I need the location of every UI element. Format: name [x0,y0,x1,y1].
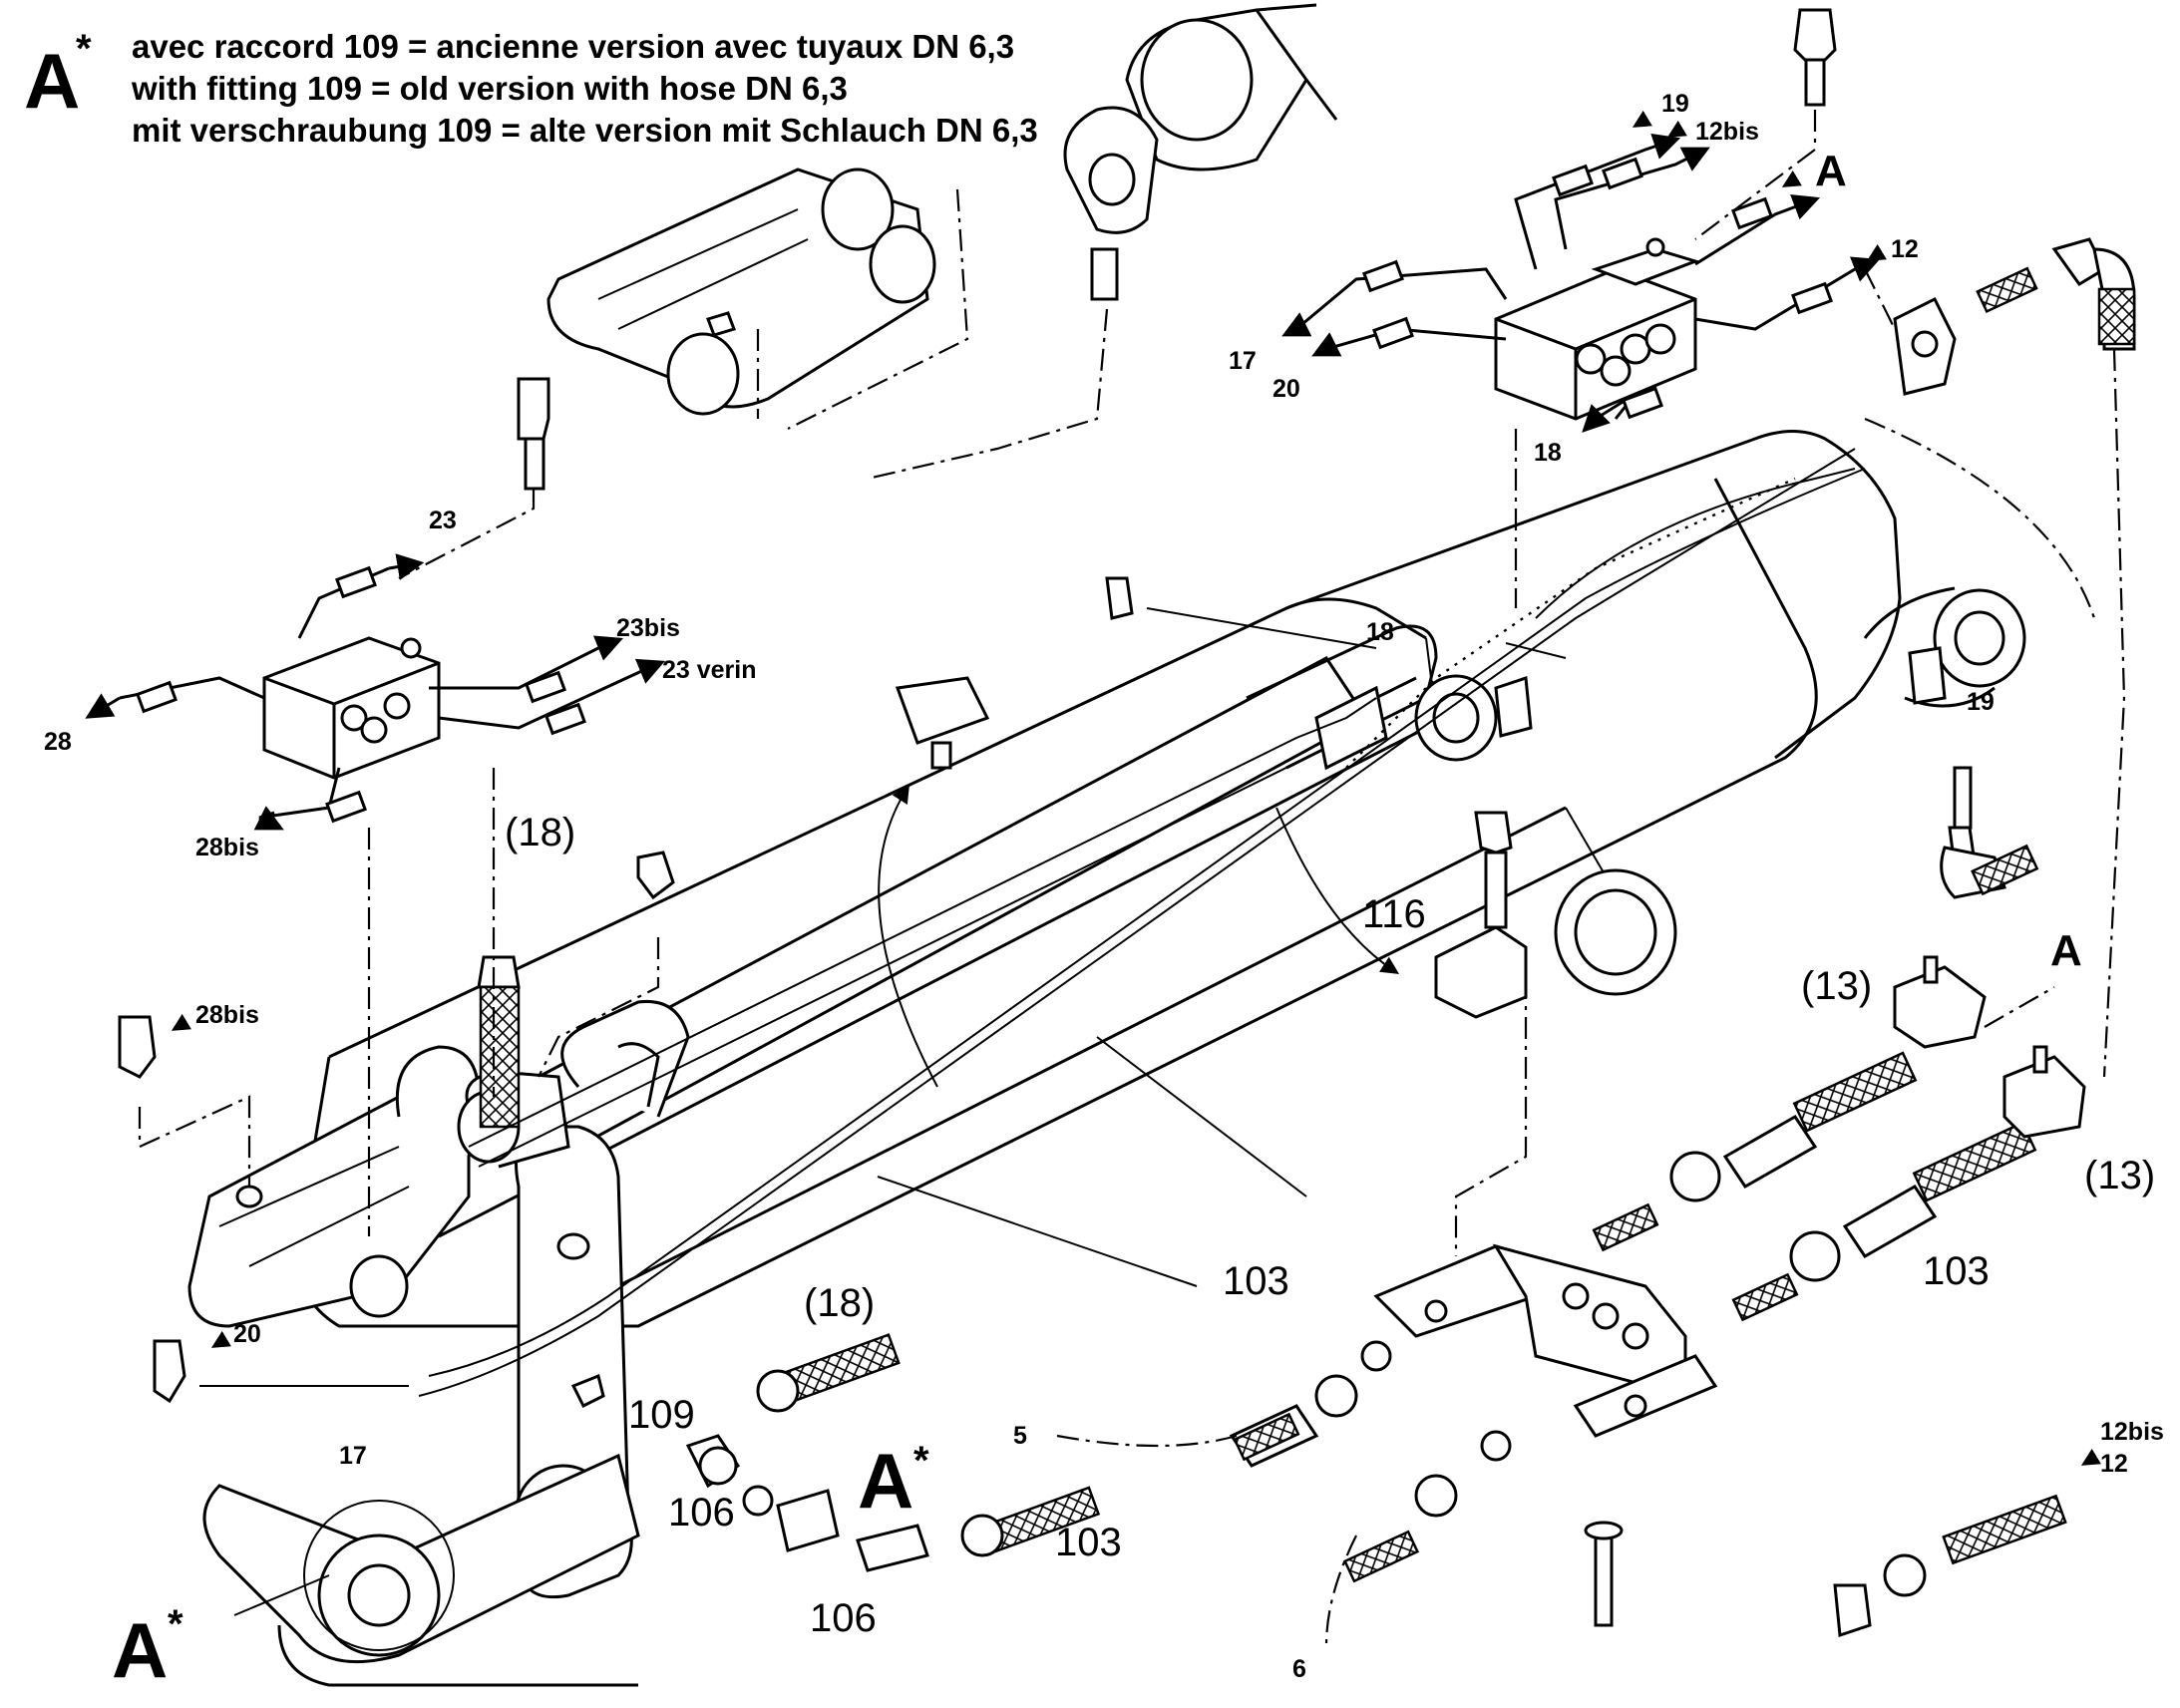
label-28bis-tee: 28bis [195,1001,259,1029]
svg-text:*: * [168,1602,183,1646]
label-18-paren-mid: (18) [505,811,575,854]
boom-foot [202,1125,640,1687]
cylinder-head [1063,3,1338,301]
hydraulic-cylinder [536,624,1533,1150]
label-28bis-left: 28bis [195,834,259,861]
svg-text:*: * [913,1439,929,1483]
label-12-bottom: 12 [2100,1450,2128,1478]
label-12-top: 12 [1891,235,1919,263]
label-23: 23 [429,507,457,534]
header-note: avec raccord 109 = ancienne version avec… [132,26,1038,152]
label-23-verin: 23 verin [662,656,757,684]
part-labels: 19 12bis A 12 17 20 18 23 23bis 23 verin… [44,90,2164,1694]
label-106-b: 106 [810,1596,877,1640]
svg-text:*: * [76,27,92,71]
valve-block-upper [1494,237,1700,421]
upper-frame [546,168,936,416]
valve-block-lower [262,636,441,780]
svg-text:A: A [858,1437,913,1525]
label-5: 5 [1013,1422,1027,1450]
label-106-a: 106 [668,1491,735,1535]
label-18-paren-bottom: (18) [804,1281,875,1325]
label-103-bottom: 103 [1055,1521,1122,1564]
label-116: 116 [1362,892,1426,936]
lower-right-hoses [1229,955,2086,1638]
lower-valve-hoses [90,553,665,831]
label-28: 28 [44,728,72,756]
label-18-arm: 18 [1366,618,1394,646]
label-13-top: (13) [1801,964,1872,1008]
label-Astar-bottom: A * [112,1602,183,1694]
label-A-right: A [2050,926,2082,975]
header-line-fr: avec raccord 109 = ancienne version avec… [132,28,1015,65]
tee-20 [153,1339,186,1404]
header-line-en: with fitting 109 = old version with hose… [132,70,848,107]
label-23bis: 23bis [616,614,680,642]
tee-28bis [118,1015,157,1079]
label-6: 6 [1292,1655,1306,1683]
label-19-right: 19 [1967,688,1995,716]
label-Astar-mid: A * [858,1437,929,1525]
label-12bis-bottom: 12bis [2100,1418,2164,1446]
boom-pipes [418,448,1866,1397]
label-19-top: 19 [1661,90,1689,118]
label-109: 109 [628,1393,695,1437]
label-12bis-top: 12bis [1695,118,1759,146]
label-13-bottom: (13) [2084,1154,2155,1197]
label-17-top: 17 [1229,347,1257,375]
lower-center-fittings [685,1333,1101,1572]
upper-valve-hoses [1281,134,1881,433]
svg-text:A: A [112,1606,168,1694]
reference-arrows [199,607,1567,1616]
leader-lines [138,110,2126,1646]
label-17-bottom: 17 [339,1442,367,1470]
header-line-de: mit verschraubung 109 = alte version mit… [132,112,1038,149]
mounting-bracket [1373,1243,1718,1438]
fitting-18 [477,955,521,989]
label-18-top: 18 [1534,439,1562,467]
label-20-top: 20 [1272,375,1300,403]
label-20-bottom: 20 [233,1320,261,1348]
svg-text:A: A [24,37,80,125]
fittings [118,8,2136,1404]
label-A-top: A [1815,147,1847,195]
clamp [895,676,990,745]
header-marker: A * [24,27,92,125]
bolt-top-left [517,377,550,441]
callout-arrows [171,110,2101,1466]
mounting-cradle [187,1045,570,1328]
bolt-top-right [1793,8,1837,62]
hose-18 [479,985,521,1129]
clamp-116 [1434,925,1528,1019]
label-103-right: 103 [1923,1249,1990,1293]
label-103-mid: 103 [1223,1259,1289,1303]
